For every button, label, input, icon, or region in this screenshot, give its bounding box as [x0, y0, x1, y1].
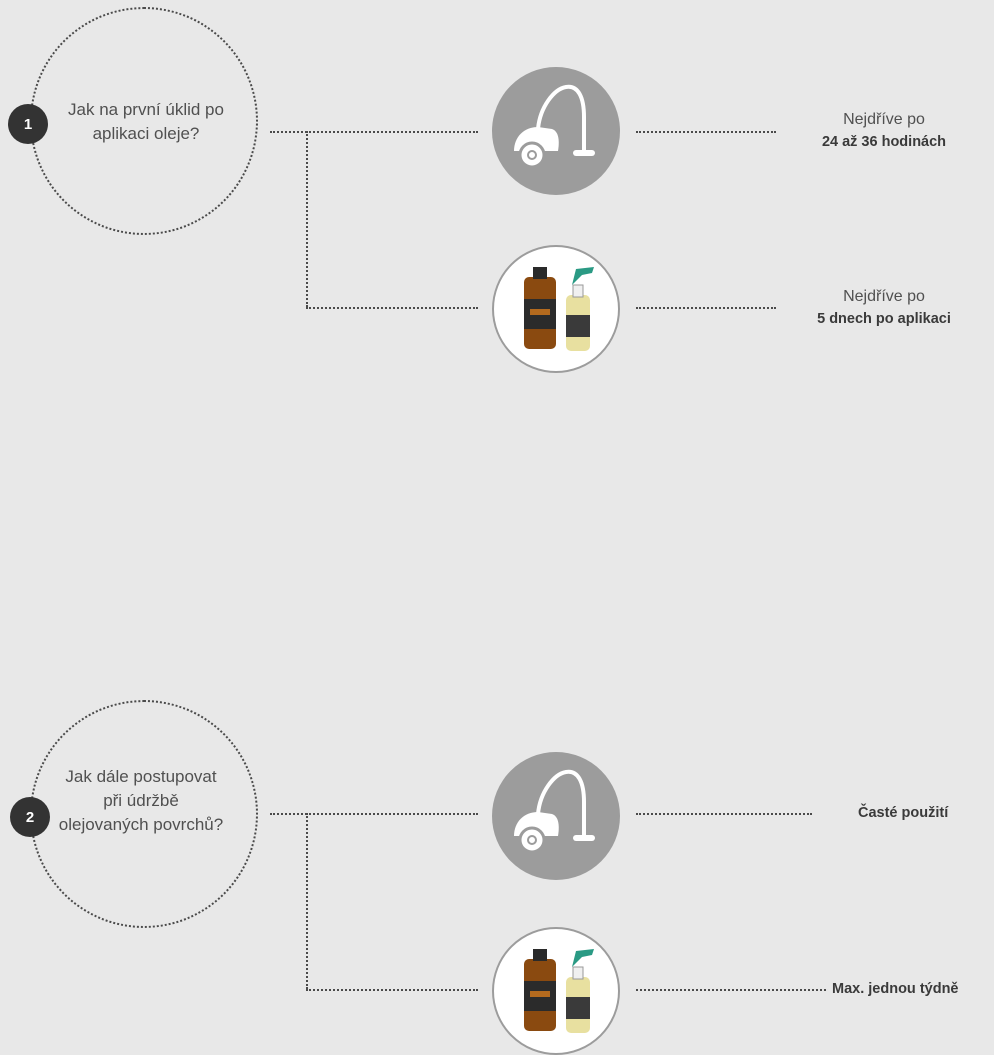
cleaning-products-icon: [492, 927, 620, 1055]
result-line-bold: 24 až 36 hodinách: [821, 134, 947, 150]
result-text: Max. jednou týdně: [832, 981, 959, 997]
result-text: Nejdříve po 5 dnech po aplikaci: [794, 286, 974, 330]
connector-line: [270, 131, 478, 133]
connector-line: [636, 813, 812, 815]
result-line: Nejdříve po: [843, 111, 925, 128]
vacuum-cleaner-icon: [492, 752, 620, 880]
step-number-badge: 2: [10, 797, 50, 837]
result-line-bold: 5 dnech po aplikaci: [817, 311, 951, 327]
result-text: Časté použití: [858, 805, 949, 821]
connector-line: [306, 989, 478, 991]
question-text: Jak dále postupovat při údržbě olejovaný…: [58, 767, 224, 834]
connector-line: [270, 813, 478, 815]
cleaning-products-icon: [492, 245, 620, 373]
vacuum-cleaner-icon: [492, 67, 620, 195]
question-circle: [30, 700, 258, 928]
result-text: Nejdříve po 24 až 36 hodinách: [794, 109, 974, 153]
question-text: Jak na první úklid po aplikaci oleje?: [68, 100, 224, 143]
connector-line: [306, 813, 308, 989]
connector-line: [306, 307, 478, 309]
connector-line: [636, 989, 826, 991]
connector-line: [636, 131, 776, 133]
section-1: 1 Jak na první úklid po aplikaci oleje? …: [0, 0, 994, 400]
connector-line: [636, 307, 776, 309]
connector-line: [306, 131, 308, 307]
result-line: Nejdříve po: [843, 288, 925, 305]
step-number-badge: 1: [8, 104, 48, 144]
